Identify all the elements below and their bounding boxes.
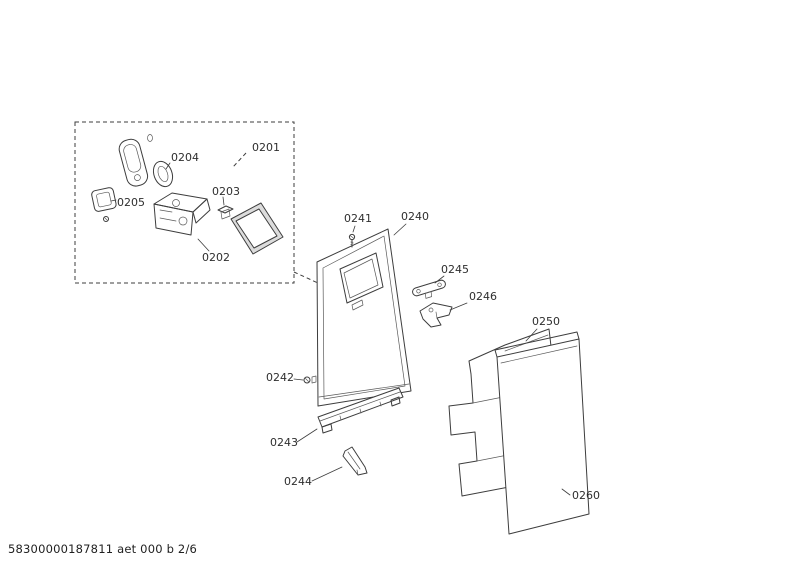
part-0204-seal-shape: [152, 160, 174, 188]
label-0242: 0242: [266, 371, 294, 384]
label-0203: 0203: [212, 185, 240, 198]
part-window-frame-shape: [230, 202, 284, 255]
label-0250: 0250: [532, 315, 560, 328]
label-0244: 0244: [284, 475, 312, 488]
label-0201: 0201: [252, 141, 280, 154]
part-0245-bracket-shape: [412, 279, 446, 299]
label-0241: 0241: [344, 212, 372, 225]
part-0260-outer-panel-shape: [494, 331, 590, 535]
label-0202: 0202: [202, 251, 230, 264]
detail-boundary-box: [74, 121, 295, 284]
part-0203-grommet-shape: [217, 205, 234, 220]
part-0242-screw-shape: [303, 376, 311, 384]
part-0205-plate-shape: [91, 187, 117, 212]
part-dispenser-shape: [118, 138, 149, 187]
part-0246-hinge-shape: [419, 302, 453, 328]
document-number: 58300000187811 aet 000 b 2/6: [8, 542, 198, 556]
part-0240-door-panel-shape: [311, 228, 412, 407]
part-0244-bracket-shape: [342, 446, 368, 476]
label-0205: 0205: [117, 196, 145, 209]
leader-lines: [110, 162, 571, 496]
part-0241-screw-shape: [348, 233, 356, 248]
part-0202-module-shape: [153, 192, 211, 236]
part-labels: 0201 0204 0205 0203 0202 0241 0240 0245 …: [117, 141, 600, 502]
label-0243: 0243: [270, 436, 298, 449]
label-0240: 0240: [401, 210, 429, 223]
label-0260: 0260: [572, 489, 600, 502]
detail-inset-0201: [74, 121, 332, 290]
label-0204: 0204: [171, 151, 199, 164]
label-0245: 0245: [441, 263, 469, 276]
part-small-screw-shape: [103, 216, 109, 222]
part-small-pin-shape: [147, 134, 153, 142]
leader-line: [232, 152, 247, 168]
part-0243-trim-shape: [317, 387, 404, 434]
label-0246: 0246: [469, 290, 497, 303]
